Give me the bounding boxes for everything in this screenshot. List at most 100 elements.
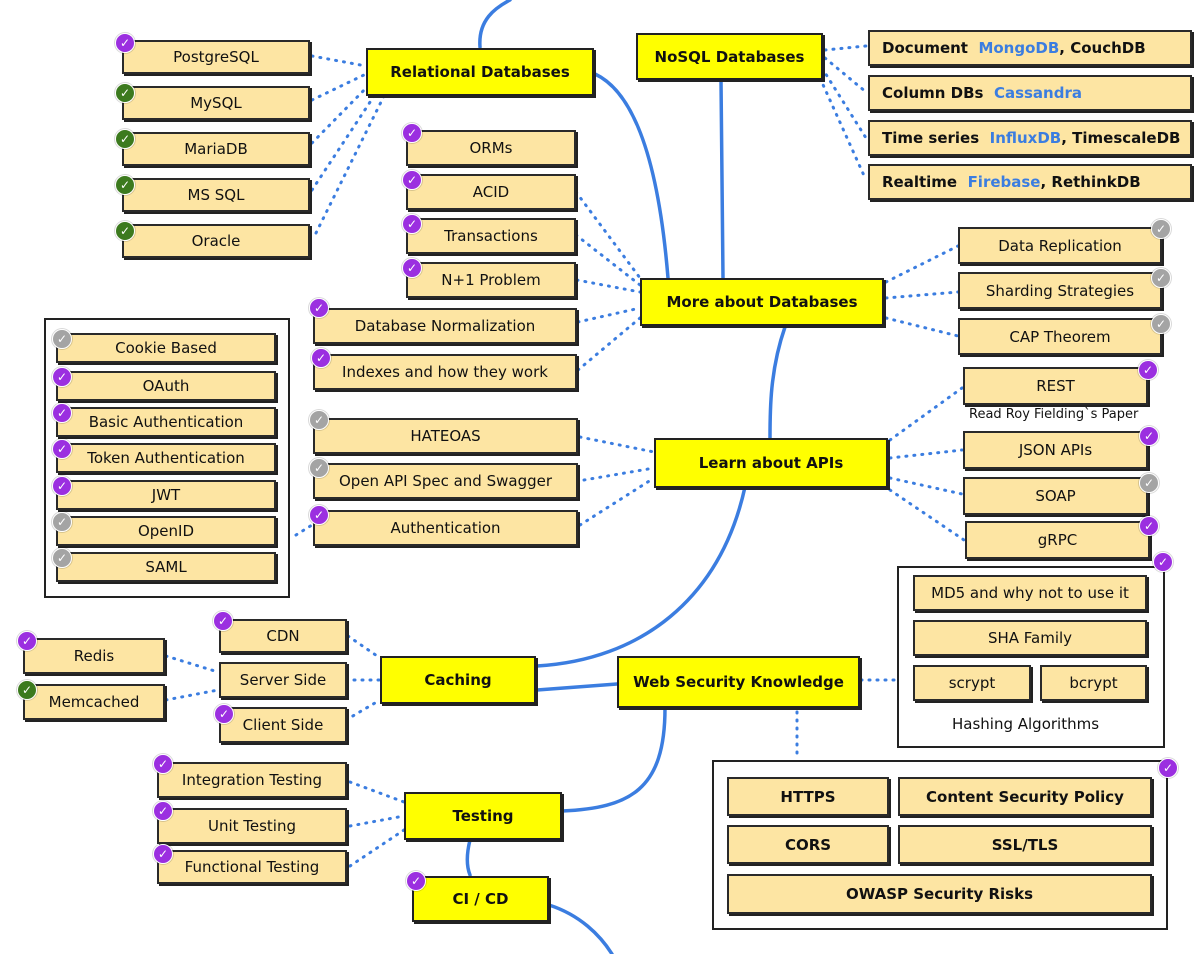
topic-ci-cd[interactable]: CI / CD bbox=[412, 876, 549, 922]
topic-label: Relational Databases bbox=[390, 63, 570, 81]
topic-testing[interactable]: Testing bbox=[404, 792, 562, 840]
auth-token[interactable]: Token Authentication bbox=[56, 443, 276, 473]
check-alternative-icon: ✓ bbox=[1151, 268, 1171, 288]
leaf-acid[interactable]: ACID bbox=[406, 174, 576, 210]
topic-nosql-databases[interactable]: NoSQL Databases bbox=[636, 33, 823, 80]
cache-server-side[interactable]: Server Side bbox=[219, 662, 347, 698]
leaf-label: Indexes and how they work bbox=[342, 363, 548, 381]
nosql-rest: , TimescaleDB bbox=[1061, 129, 1181, 147]
nosql-link[interactable]: InfluxDB bbox=[989, 129, 1062, 147]
check-alternative-icon: ✓ bbox=[52, 329, 72, 349]
topic-label: CI / CD bbox=[452, 890, 509, 908]
nosql-link[interactable]: Cassandra bbox=[993, 84, 1082, 102]
sec-cors[interactable]: CORS bbox=[727, 825, 889, 864]
leaf-label: SAML bbox=[145, 558, 187, 576]
leaf-label: gRPC bbox=[1037, 531, 1078, 549]
test-unit[interactable]: Unit Testing bbox=[157, 808, 347, 844]
leaf-database-normalization[interactable]: Database Normalization bbox=[313, 308, 577, 344]
leaf-orms[interactable]: ORMs bbox=[406, 130, 576, 166]
hash-sha-family[interactable]: SHA Family bbox=[913, 620, 1147, 656]
nosql-realtime[interactable]: Realtime Firebase, RethinkDB bbox=[868, 164, 1192, 200]
auth-jwt[interactable]: JWT bbox=[56, 480, 276, 510]
topic-relational-databases[interactable]: Relational Databases bbox=[366, 48, 594, 96]
leaf-label: Content Security Policy bbox=[926, 787, 1124, 806]
check-done-icon: ✓ bbox=[214, 704, 234, 724]
leaf-mysql[interactable]: MySQL bbox=[122, 86, 310, 120]
check-personal-icon: ✓ bbox=[115, 221, 135, 241]
cache-memcached[interactable]: Memcached bbox=[23, 684, 165, 720]
sec-https[interactable]: HTTPS bbox=[727, 777, 889, 816]
cache-client-side[interactable]: Client Side bbox=[219, 707, 347, 743]
leaf-transactions[interactable]: Transactions bbox=[406, 218, 576, 254]
check-alternative-icon: ✓ bbox=[52, 512, 72, 532]
leaf-label: JWT bbox=[151, 486, 181, 504]
sec-csp[interactable]: Content Security Policy bbox=[898, 777, 1152, 816]
topic-caching[interactable]: Caching bbox=[380, 656, 536, 704]
test-integration[interactable]: Integration Testing bbox=[157, 762, 347, 798]
check-done-icon: ✓ bbox=[115, 33, 135, 53]
topic-label: Caching bbox=[424, 671, 492, 689]
leaf-label: N+1 Problem bbox=[441, 271, 541, 289]
topic-label: More about Databases bbox=[666, 293, 858, 311]
leaf-label: Token Authentication bbox=[87, 449, 245, 467]
auth-basic[interactable]: Basic Authentication bbox=[56, 407, 276, 437]
test-functional[interactable]: Functional Testing bbox=[157, 850, 347, 884]
nosql-rest: , CouchDB bbox=[1059, 39, 1146, 57]
cache-redis[interactable]: Redis bbox=[23, 638, 165, 674]
topic-web-security-knowledge[interactable]: Web Security Knowledge bbox=[617, 656, 860, 708]
leaf-mariadb[interactable]: MariaDB bbox=[122, 132, 310, 166]
leaf-n-plus-1-problem[interactable]: N+1 Problem bbox=[406, 262, 576, 298]
topic-learn-about-apis[interactable]: Learn about APIs bbox=[654, 438, 888, 488]
leaf-postgresql[interactable]: PostgreSQL bbox=[122, 40, 310, 74]
check-done-icon: ✓ bbox=[52, 367, 72, 387]
leaf-grpc[interactable]: gRPC bbox=[965, 521, 1150, 559]
leaf-rest[interactable]: REST bbox=[963, 367, 1148, 405]
check-alternative-icon: ✓ bbox=[309, 458, 329, 478]
leaf-label: CAP Theorem bbox=[1009, 327, 1111, 346]
leaf-indexes[interactable]: Indexes and how they work bbox=[313, 354, 577, 390]
leaf-label: MariaDB bbox=[184, 140, 248, 158]
leaf-authentication[interactable]: Authentication bbox=[313, 510, 578, 546]
cache-cdn[interactable]: CDN bbox=[219, 619, 347, 653]
leaf-label: Server Side bbox=[239, 671, 327, 689]
leaf-hateoas[interactable]: HATEOAS bbox=[313, 418, 578, 454]
leaf-open-api-spec[interactable]: Open API Spec and Swagger bbox=[313, 463, 578, 499]
check-done-icon: ✓ bbox=[52, 476, 72, 496]
sec-owasp[interactable]: OWASP Security Risks bbox=[727, 874, 1152, 914]
nosql-link[interactable]: MongoDB bbox=[978, 39, 1060, 57]
auth-cookie-based[interactable]: Cookie Based bbox=[56, 333, 276, 363]
leaf-ms-sql[interactable]: MS SQL bbox=[122, 178, 310, 212]
hash-scrypt[interactable]: scrypt bbox=[913, 665, 1031, 701]
leaf-label: Cookie Based bbox=[115, 339, 217, 357]
hash-bcrypt[interactable]: bcrypt bbox=[1040, 665, 1147, 701]
check-done-icon: ✓ bbox=[153, 754, 173, 774]
leaf-sharding-strategies[interactable]: Sharding Strategies bbox=[958, 272, 1162, 309]
leaf-oracle[interactable]: Oracle bbox=[122, 224, 310, 258]
nosql-document[interactable]: Document MongoDB, CouchDB bbox=[868, 30, 1192, 66]
nosql-time-series[interactable]: Time series InfluxDB, TimescaleDB bbox=[868, 120, 1192, 156]
check-done-icon: ✓ bbox=[1138, 360, 1158, 380]
auth-oauth[interactable]: OAuth bbox=[56, 371, 276, 401]
sec-ssl-tls[interactable]: SSL/TLS bbox=[898, 825, 1152, 864]
leaf-cap-theorem[interactable]: CAP Theorem bbox=[958, 318, 1162, 355]
leaf-data-replication[interactable]: Data Replication bbox=[958, 227, 1162, 264]
leaf-label: SOAP bbox=[1035, 487, 1076, 505]
auth-openid[interactable]: OpenID bbox=[56, 516, 276, 546]
leaf-label: ORMs bbox=[469, 139, 513, 157]
leaf-label: Transactions bbox=[444, 227, 538, 245]
nosql-label: Document bbox=[882, 39, 968, 57]
nosql-column-dbs[interactable]: Column DBs Cassandra bbox=[868, 75, 1192, 111]
topic-more-about-databases[interactable]: More about Databases bbox=[640, 278, 884, 326]
leaf-soap[interactable]: SOAP bbox=[963, 477, 1148, 515]
nosql-link[interactable]: Firebase bbox=[967, 173, 1041, 191]
leaf-json-apis[interactable]: JSON APIs bbox=[963, 431, 1148, 469]
hash-md5[interactable]: MD5 and why not to use it bbox=[913, 575, 1147, 611]
topic-label: NoSQL Databases bbox=[654, 47, 805, 66]
leaf-label: Integration Testing bbox=[181, 771, 323, 789]
check-personal-icon: ✓ bbox=[115, 129, 135, 149]
auth-saml[interactable]: SAML bbox=[56, 552, 276, 582]
rest-note: Read Roy Fielding`s Paper bbox=[969, 407, 1139, 422]
leaf-label: REST bbox=[1036, 377, 1075, 395]
spine-apis-to-caching bbox=[535, 485, 747, 668]
